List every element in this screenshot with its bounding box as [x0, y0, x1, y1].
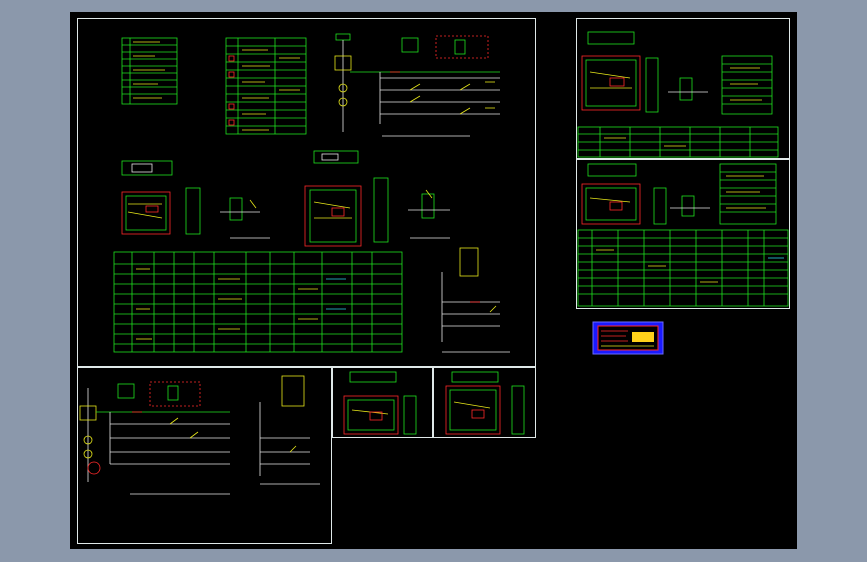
- tr-table: [577, 126, 779, 158]
- sheet-bottom-mid1: [332, 367, 433, 438]
- schematic-mid: [441, 247, 510, 353]
- mr-table: [577, 229, 789, 307]
- title-stamp: [592, 321, 664, 355]
- sheet-bottom-mid2: [433, 367, 536, 438]
- drawing-canvas[interactable]: [70, 12, 797, 549]
- sheet-mid-right: [576, 159, 790, 309]
- equipment-table: [113, 251, 403, 353]
- stamp-text-layer: [70, 12, 797, 549]
- bm-cabinet-2: [445, 371, 525, 435]
- legend-table-2: [225, 37, 307, 135]
- tr-cabinet: [581, 31, 773, 115]
- sheet-bottom-left: [77, 367, 332, 544]
- legend-table-1: [121, 37, 178, 105]
- bm-cabinet-1: [343, 371, 417, 435]
- schematic-top: [334, 33, 500, 137]
- cabinet-elevation-1: [121, 160, 270, 239]
- bl-schematic: [79, 375, 320, 495]
- mr-cabinet: [581, 163, 777, 225]
- cad-drawing-layer: [79, 31, 789, 495]
- sheet-top-right: [576, 18, 790, 159]
- sheet-main: [77, 18, 536, 367]
- cabinet-elevation-2: [304, 150, 450, 247]
